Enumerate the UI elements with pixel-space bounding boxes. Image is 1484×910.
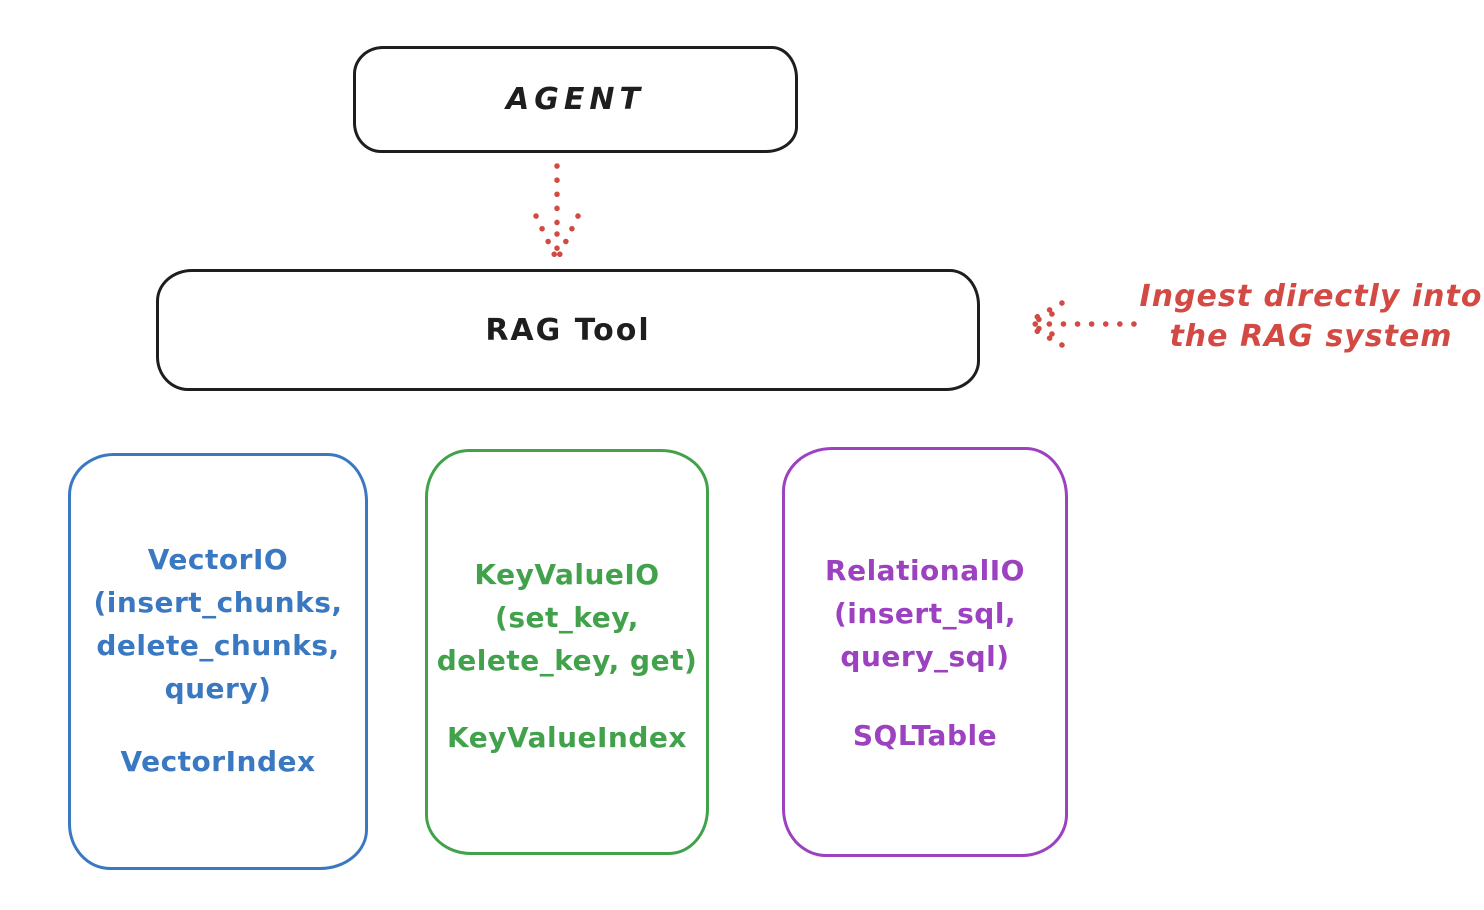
rag-tool-box: RAG Tool (156, 269, 980, 391)
vector-io-line: VectorIO (147, 543, 289, 576)
vector-io-box: VectorIO (insert_chunks, delete_chunks, … (68, 453, 368, 870)
ingest-annotation-line2: the RAG system (1169, 319, 1453, 354)
relational-io-line: (insert_sql, (833, 597, 1017, 630)
relational-io-line: query_sql) (840, 640, 1010, 673)
sql-table-label: SQLTable (852, 719, 998, 752)
keyvalue-io-box: KeyValueIO (set_key, delete_key, get) Ke… (425, 449, 709, 855)
vector-io-line: delete_chunks, (96, 629, 340, 662)
ingest-annotation: Ingest directly into the RAG system (1138, 277, 1484, 357)
relational-io-line: RelationalIO (825, 554, 1025, 587)
keyvalue-io-line: KeyValueIO (474, 558, 660, 591)
keyvalue-index-label: KeyValueIndex (447, 721, 687, 754)
vector-io-line: (insert_chunks, (93, 586, 343, 619)
agent-to-rag-tool-arrow-icon (533, 163, 581, 265)
agent-label: AGENT (506, 82, 645, 117)
annotation-to-rag-tool-arrow-icon (1023, 300, 1137, 348)
agent-box: AGENT (353, 46, 798, 153)
ingest-annotation-line1: Ingest directly into (1139, 279, 1483, 314)
vector-io-line: query) (164, 672, 272, 705)
rag-tool-label: RAG Tool (485, 312, 651, 348)
keyvalue-io-line: delete_key, get) (436, 644, 698, 677)
keyvalue-io-line: (set_key, (495, 601, 639, 634)
relational-io-box: RelationalIO (insert_sql, query_sql) SQL… (782, 447, 1068, 857)
vector-index-label: VectorIndex (120, 745, 316, 778)
